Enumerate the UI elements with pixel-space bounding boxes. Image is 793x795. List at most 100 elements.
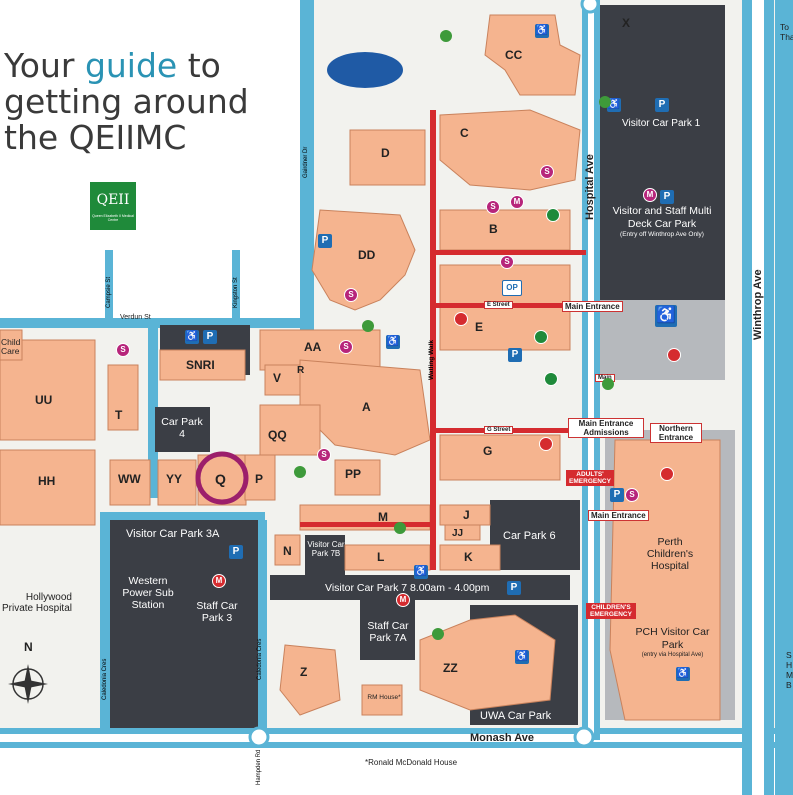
entrance-main-pch: Main Entrance (588, 510, 649, 521)
label-a: A (362, 400, 371, 414)
cp6-shape (490, 500, 580, 570)
label-yy: YY (166, 472, 183, 486)
label-hollywood: Hollywood Private Hospital (1, 592, 72, 614)
road-gairdner (300, 0, 314, 330)
rm-footnote: *Ronald McDonald House (365, 758, 458, 767)
childrens-emergency: CHILDREN'S EMERGENCY (586, 603, 636, 620)
tree-icon (394, 522, 406, 534)
street-caledonia-cres-1: Caledonia Cres (102, 658, 108, 700)
parking-icon: P (610, 488, 624, 502)
parking-icon: P (508, 348, 522, 362)
label-staff-cp3: Staff Car Park 3 (196, 600, 238, 625)
street-kingston-st: Kingston St (233, 277, 239, 308)
label-jj: JJ (452, 528, 464, 539)
building-n (274, 534, 301, 566)
label-k: K (464, 550, 473, 564)
street-hampden-rd: Hampden Rd (256, 749, 262, 785)
adults-emergency: ADULTS' EMERGENCY (566, 470, 614, 487)
label-cp4: Car Park 4 (161, 416, 203, 441)
label-cc: CC (505, 48, 523, 62)
label-aa: AA (304, 340, 322, 354)
street-gairdner-dr: Gairdner Dr (303, 146, 309, 178)
phone-icon (544, 372, 558, 386)
label-m: M (378, 510, 388, 524)
building-ww (109, 459, 151, 506)
building-d (349, 129, 426, 186)
label-t: T (115, 408, 123, 422)
label-ww: WW (118, 472, 141, 486)
label-cp7a: Staff Car Park 7A (367, 620, 409, 645)
moto-pin-icon: M (510, 195, 524, 209)
label-uwa: UWA Car Park (480, 710, 552, 722)
street-campsie-st: Campsie St (106, 276, 112, 308)
tree-icon (602, 378, 614, 390)
label-cp6: Car Park 6 (503, 530, 556, 542)
tree-icon (432, 628, 444, 640)
sushi-pin-icon: S (540, 165, 554, 179)
entrance-northern: Northern Entrance (650, 423, 702, 443)
building-yy (157, 459, 197, 506)
lake (327, 52, 403, 88)
label-western-power: Western Power Sub Station (122, 575, 174, 612)
street-verdun-st: Verdun St (120, 314, 151, 321)
map-title: Your guide to getting around the QEIIMC (4, 46, 249, 157)
label-cp3a: Visitor Car Park 3A (126, 528, 220, 540)
label-pch-hospital: Perth Children's Hospital (646, 536, 694, 572)
building-snri (159, 349, 246, 381)
building-hh (0, 449, 96, 526)
disabled-icon: ♿ (185, 330, 199, 344)
label-pch-cp: PCH Visitor Car Park (entry via Hospital… (635, 626, 710, 658)
label-q[interactable]: Q (215, 471, 226, 487)
parking-icon: P (655, 98, 669, 112)
building-pp (334, 459, 381, 496)
building-dd (311, 209, 416, 311)
phone-icon (534, 330, 548, 344)
moto-pin-icon: M (396, 593, 410, 607)
tree-icon (294, 466, 306, 478)
disabled-icon: ♿ (515, 650, 529, 664)
edge-text-6: B (786, 680, 792, 690)
label-cp7: Visitor Car Park 7 8.00am - 4.00pm (325, 582, 490, 594)
sushi-pin-icon: S (486, 200, 500, 214)
parking-icon: P (203, 330, 217, 344)
edge-text-2: Tha (780, 32, 793, 42)
disabled-icon: ♿ (655, 305, 677, 327)
disabled-icon: ♿ (386, 335, 400, 349)
watling-walk (430, 110, 436, 570)
label-hh: HH (38, 474, 56, 488)
street-hospital-ave: Hospital Ave (584, 154, 596, 220)
label-d: D (381, 146, 390, 160)
street-winthrop-ave: Winthrop Ave (752, 269, 764, 340)
parking-icon: P (660, 190, 674, 204)
label-visitor-cp1: Visitor Car Park 1 (622, 118, 701, 129)
disabled-icon: ♿ (676, 667, 690, 681)
tree-icon (440, 30, 452, 42)
disabled-icon: ♿ (535, 24, 549, 38)
label-rm-house: RM House* (367, 694, 401, 701)
label-v: V (273, 371, 282, 385)
building-zz (419, 614, 556, 711)
sushi-pin-icon: S (339, 340, 353, 354)
moto-pin-icon: M (643, 188, 657, 202)
edge-text-3: S (786, 650, 792, 660)
label-cp7b: Visitor Car Park 7B (307, 540, 345, 559)
street-caledonia-cres-2: Caledonia Cres (257, 638, 263, 680)
moto-pin-icon: M (212, 574, 226, 588)
label-e: E (475, 320, 484, 334)
building-jj (444, 524, 481, 541)
edge-text-1: To (780, 22, 789, 32)
compass-rose (8, 664, 48, 704)
qeii-logo: QEII Queen Elizabeth II Medical Centre (90, 182, 136, 230)
label-c: C (460, 126, 469, 140)
sushi-pin-icon: S (344, 288, 358, 302)
compass-north-label: N (24, 640, 33, 654)
label-j: J (463, 508, 470, 522)
tree-icon (362, 320, 374, 332)
label-dd: DD (358, 248, 376, 262)
building-cc (484, 14, 581, 96)
tree-icon (599, 96, 611, 108)
label-child-care: Child Care (1, 337, 21, 356)
star-pin-icon (667, 348, 681, 362)
building-rm-house (361, 684, 403, 716)
